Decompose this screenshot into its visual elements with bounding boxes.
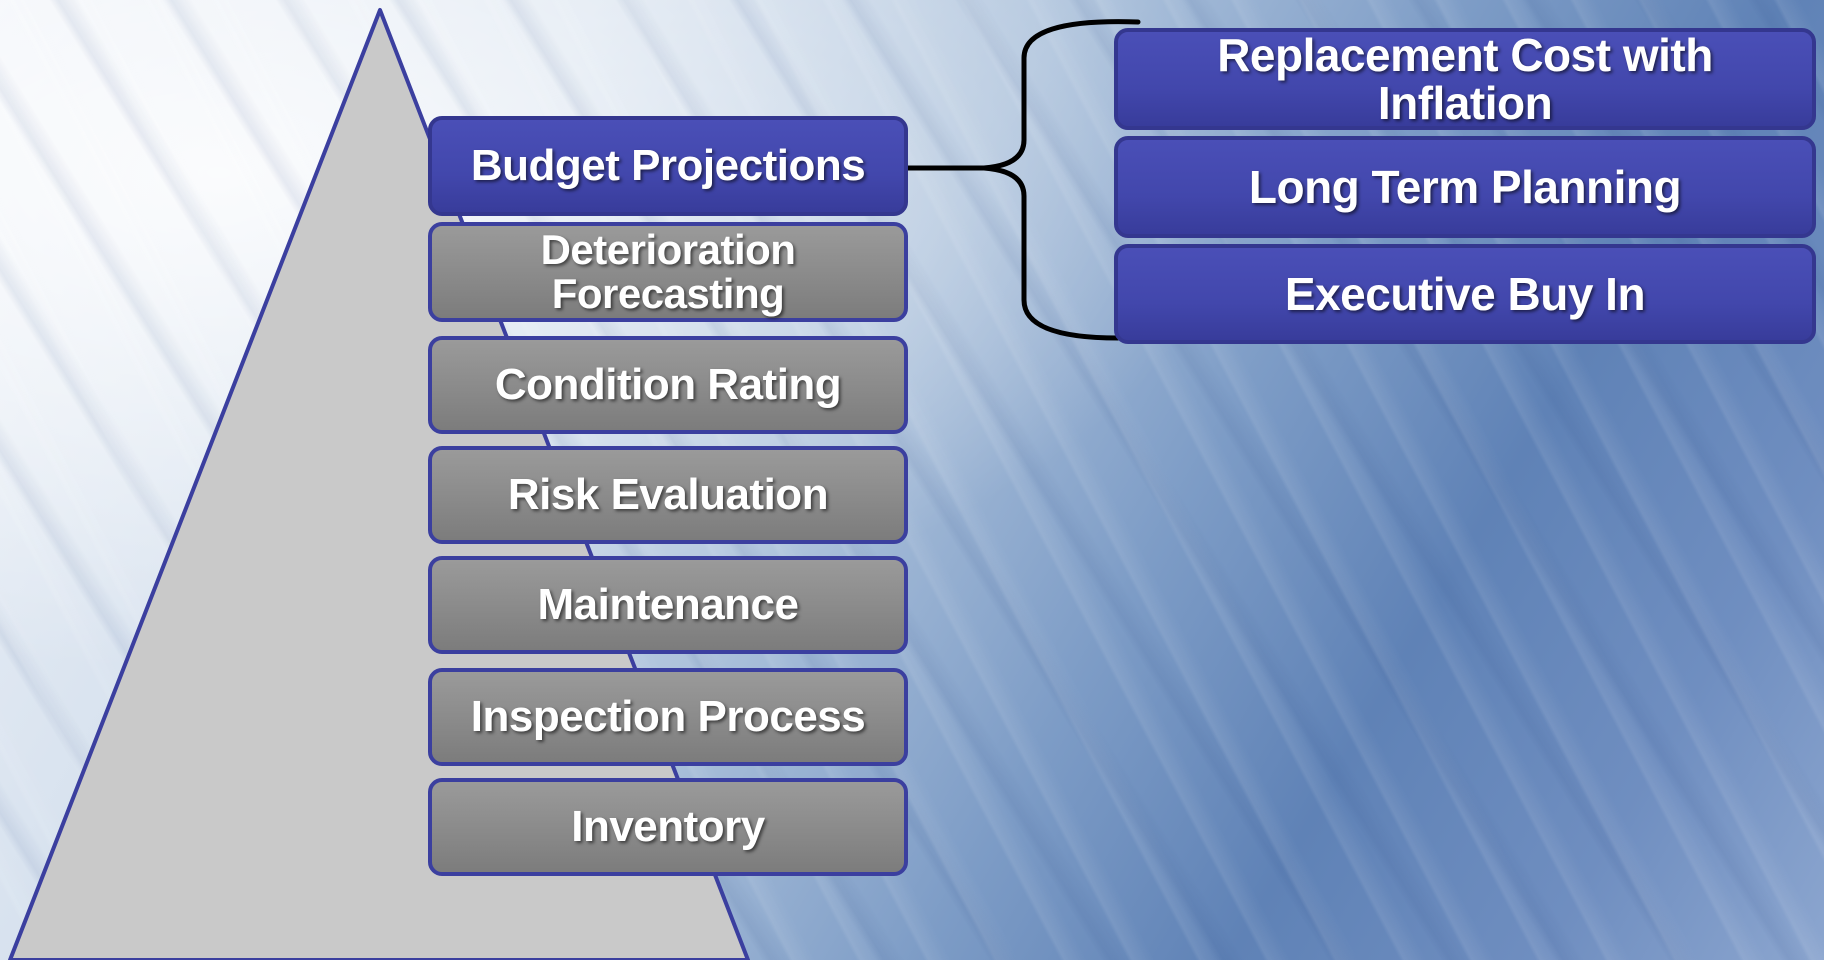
benefit-label: Replacement Cost with Inflation — [1217, 28, 1713, 129]
pyramid-level-budget-projections: Budget Projections — [428, 116, 908, 216]
pyramid-level-deterioration-forecasting: Deterioration Forecasting — [428, 222, 908, 322]
pyramid-level-maintenance: Maintenance — [428, 556, 908, 654]
connector-brace — [905, 19, 1141, 341]
pyramid-level-label: Risk Evaluation — [507, 469, 829, 519]
pyramid-level-label: Condition Rating — [494, 359, 842, 409]
pyramid-level-label: Budget Projections — [470, 140, 866, 190]
pyramid-level-condition-rating: Condition Rating — [428, 336, 908, 434]
pyramid-level-label: Deterioration Forecasting — [540, 225, 796, 317]
benefit-label: Executive Buy In — [1284, 267, 1646, 320]
pyramid-level-risk-evaluation: Risk Evaluation — [428, 446, 908, 544]
pyramid-level-label: Inspection Process — [470, 691, 866, 741]
pyramid-level-inspection-process: Inspection Process — [428, 668, 908, 766]
benefit-replacement-cost: Replacement Cost with Inflation — [1114, 28, 1816, 130]
benefit-executive-buy-in: Executive Buy In — [1114, 244, 1816, 344]
pyramid-level-label: Maintenance — [537, 579, 799, 629]
benefit-label: Long Term Planning — [1248, 160, 1682, 213]
pyramid-level-inventory: Inventory — [428, 778, 908, 876]
pyramid-level-label: Inventory — [571, 801, 765, 851]
benefit-long-term-planning: Long Term Planning — [1114, 136, 1816, 238]
